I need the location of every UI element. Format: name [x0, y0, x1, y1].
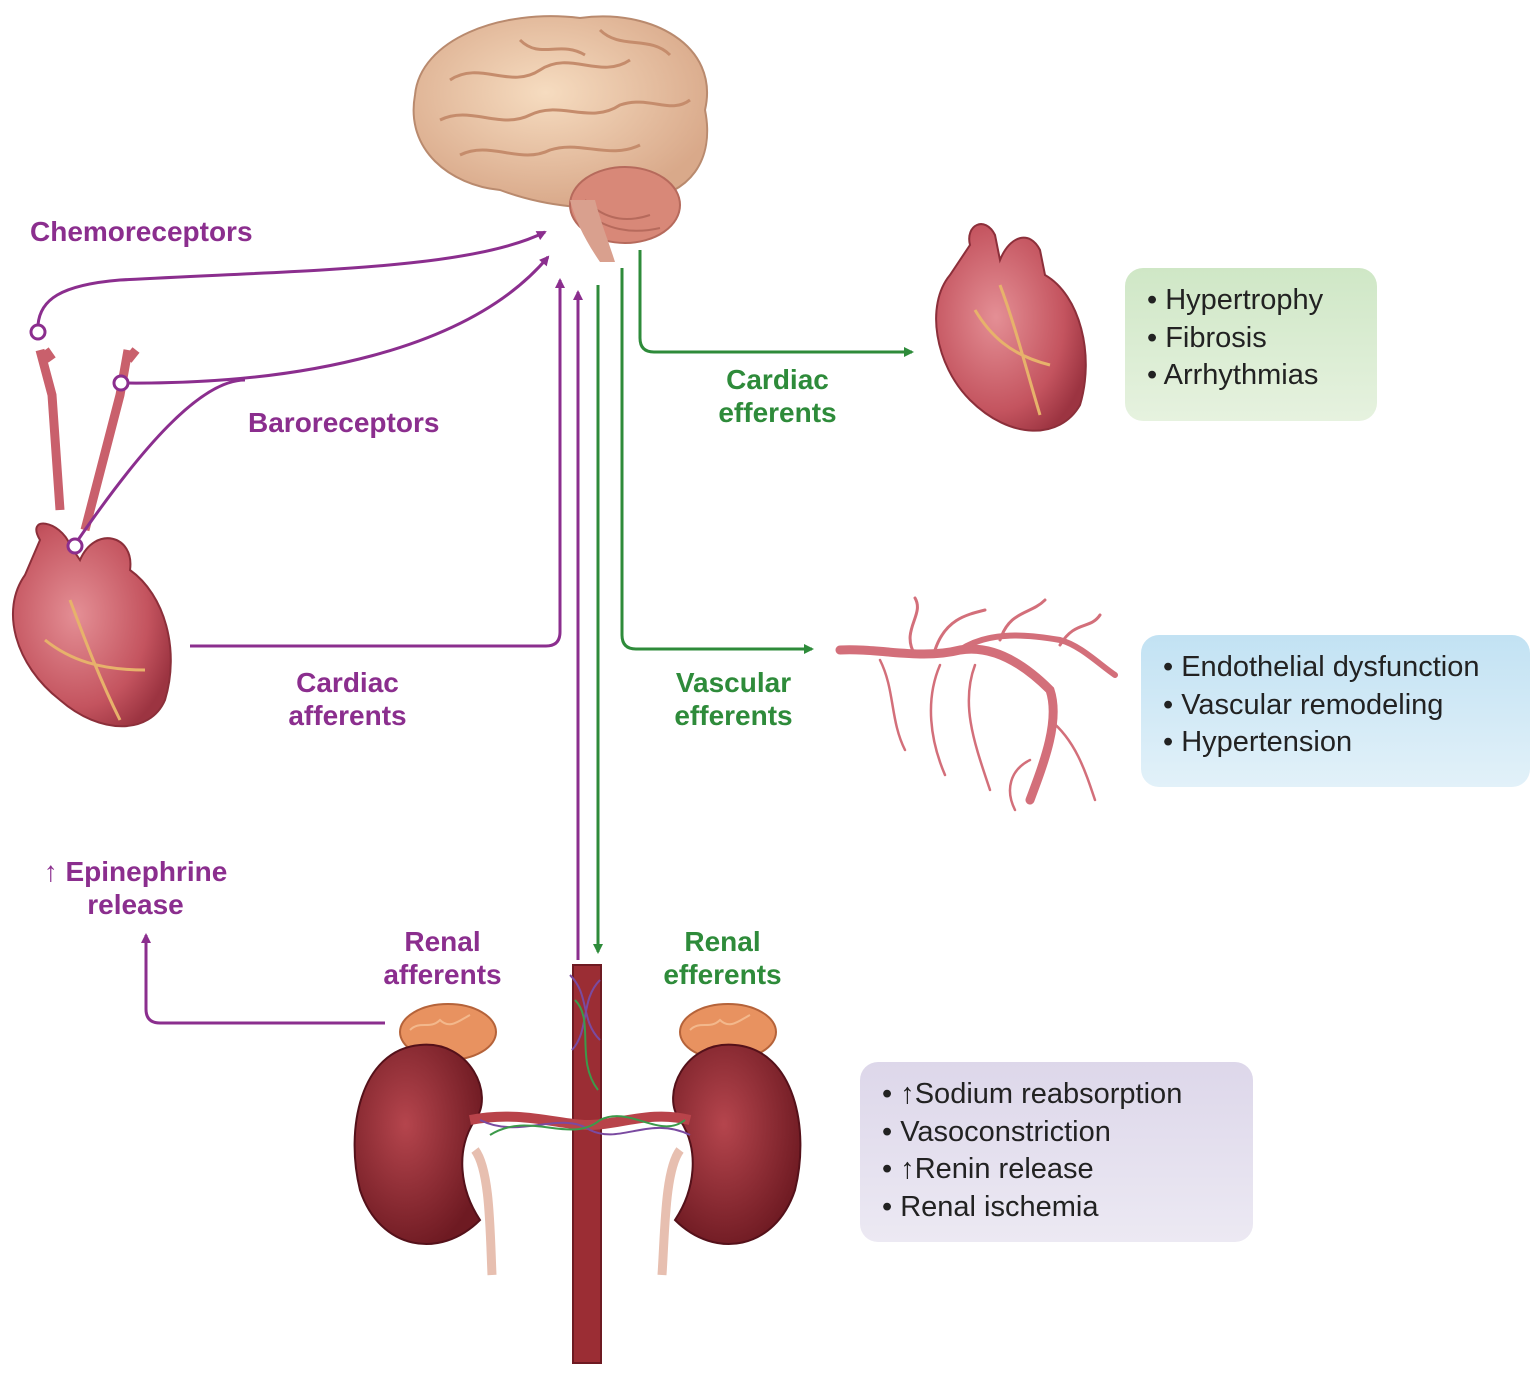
- cardiac-afferents-line1: Cardiac: [296, 667, 399, 698]
- heart-effects-box: Hypertrophy Fibrosis Arrhythmias: [1125, 268, 1377, 421]
- cardiac-efferents-line2: efferents: [718, 397, 837, 428]
- epinephrine-path: [141, 933, 385, 1025]
- chemoreceptors-label: Chemoreceptors: [30, 216, 253, 247]
- vascular-efferent-path: [620, 268, 814, 654]
- efferent-pathways: [593, 250, 914, 954]
- renal-effect-item: ↑Renin release: [882, 1151, 1231, 1189]
- cardiac-afferents-line2: afferents: [288, 700, 407, 731]
- blood-vessel-icon: [835, 596, 1118, 812]
- epinephrine-line1: ↑ Epinephrine: [43, 856, 228, 887]
- cardiac-efferents-label: Cardiac efferents: [700, 363, 855, 429]
- heart-effect-item: Fibrosis: [1147, 320, 1355, 358]
- renal-afferents-label: Renal afferents: [365, 925, 520, 991]
- renal-effect-item: ↑Sodium reabsorption: [882, 1076, 1231, 1114]
- heart-icon: [11, 347, 172, 728]
- vascular-efferents-label: Vascular efferents: [656, 666, 811, 732]
- baroreceptor-node-upper: [112, 374, 130, 392]
- heart-effect-item: Arrhythmias: [1147, 357, 1355, 395]
- epinephrine-release-label: ↑ Epinephrine release: [28, 855, 243, 921]
- baroreceptor-path-lower: [76, 378, 246, 541]
- kidney-icon: [353, 1043, 802, 1276]
- chemoreceptor-path: [36, 230, 547, 326]
- vascular-effect-item: Endothelial dysfunction: [1163, 649, 1508, 687]
- cardiac-efferent-path: [638, 250, 914, 357]
- renal-efferents-label: Renal efferents: [645, 925, 800, 991]
- baroreceptors-label: Baroreceptors: [248, 407, 440, 438]
- vascular-effect-item: Vascular remodeling: [1163, 687, 1508, 725]
- heart-effect-item: Hypertrophy: [1147, 282, 1355, 320]
- renal-afferents-line2: afferents: [383, 959, 502, 990]
- renal-efferents-line1: Renal: [684, 926, 761, 957]
- renal-afferents-line1: Renal: [404, 926, 481, 957]
- renal-effect-item: Vasoconstriction: [882, 1114, 1231, 1152]
- baroreceptor-node-lower: [66, 537, 84, 555]
- cardiac-afferents-label: Cardiac afferents: [270, 666, 425, 732]
- cardiac-efferents-line1: Cardiac: [726, 364, 829, 395]
- aorta-icon: [469, 964, 692, 1364]
- cardiac-afferent-path: [190, 278, 565, 648]
- brain-icon: [412, 15, 709, 262]
- renal-effects-box: ↑Sodium reabsorption Vasoconstriction ↑R…: [860, 1062, 1253, 1242]
- renal-effect-item: Renal ischemia: [882, 1189, 1231, 1227]
- vascular-efferents-line1: Vascular: [675, 667, 792, 698]
- vascular-effects-box: Endothelial dysfunction Vascular remodel…: [1141, 635, 1530, 787]
- heart-icon: [935, 223, 1087, 432]
- vascular-effect-item: Hypertension: [1163, 724, 1508, 762]
- baroreceptor-path-upper: [120, 255, 550, 385]
- chemoreceptor-node: [29, 323, 47, 341]
- vascular-efferents-line2: efferents: [674, 700, 793, 731]
- epinephrine-line2: release: [87, 889, 184, 920]
- renal-efferents-line2: efferents: [663, 959, 782, 990]
- afferent-pathways: [29, 230, 583, 1025]
